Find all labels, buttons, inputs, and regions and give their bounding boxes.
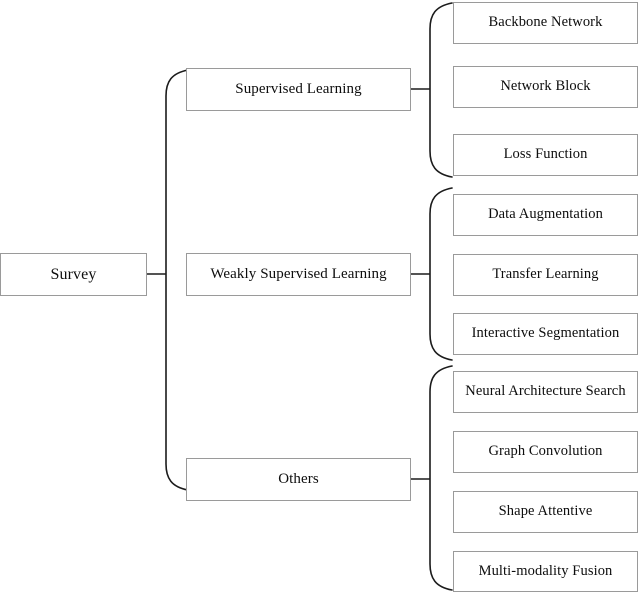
node-data-augmentation[interactable]: Data Augmentation: [453, 194, 638, 236]
others-brace: [429, 365, 453, 591]
node-others[interactable]: Others: [186, 458, 411, 501]
root-brace: [165, 69, 189, 491]
node-supervised-learning[interactable]: Supervised Learning: [186, 68, 411, 111]
node-weakly-supervised-learning[interactable]: Weakly Supervised Learning: [186, 253, 411, 296]
weakly-supervised-learning-brace: [429, 187, 453, 361]
node-neural-architecture-search[interactable]: Neural Architecture Search: [453, 371, 638, 413]
node-graph-convolution[interactable]: Graph Convolution: [453, 431, 638, 473]
node-interactive-segmentation[interactable]: Interactive Segmentation: [453, 313, 638, 355]
node-multi-modality-fusion[interactable]: Multi-modality Fusion: [453, 551, 638, 592]
node-survey[interactable]: Survey: [0, 253, 147, 296]
node-transfer-learning[interactable]: Transfer Learning: [453, 254, 638, 296]
node-backbone-network[interactable]: Backbone Network: [453, 2, 638, 44]
node-shape-attentive[interactable]: Shape Attentive: [453, 491, 638, 533]
node-network-block[interactable]: Network Block: [453, 66, 638, 108]
node-loss-function[interactable]: Loss Function: [453, 134, 638, 176]
supervised-learning-brace: [429, 2, 453, 178]
